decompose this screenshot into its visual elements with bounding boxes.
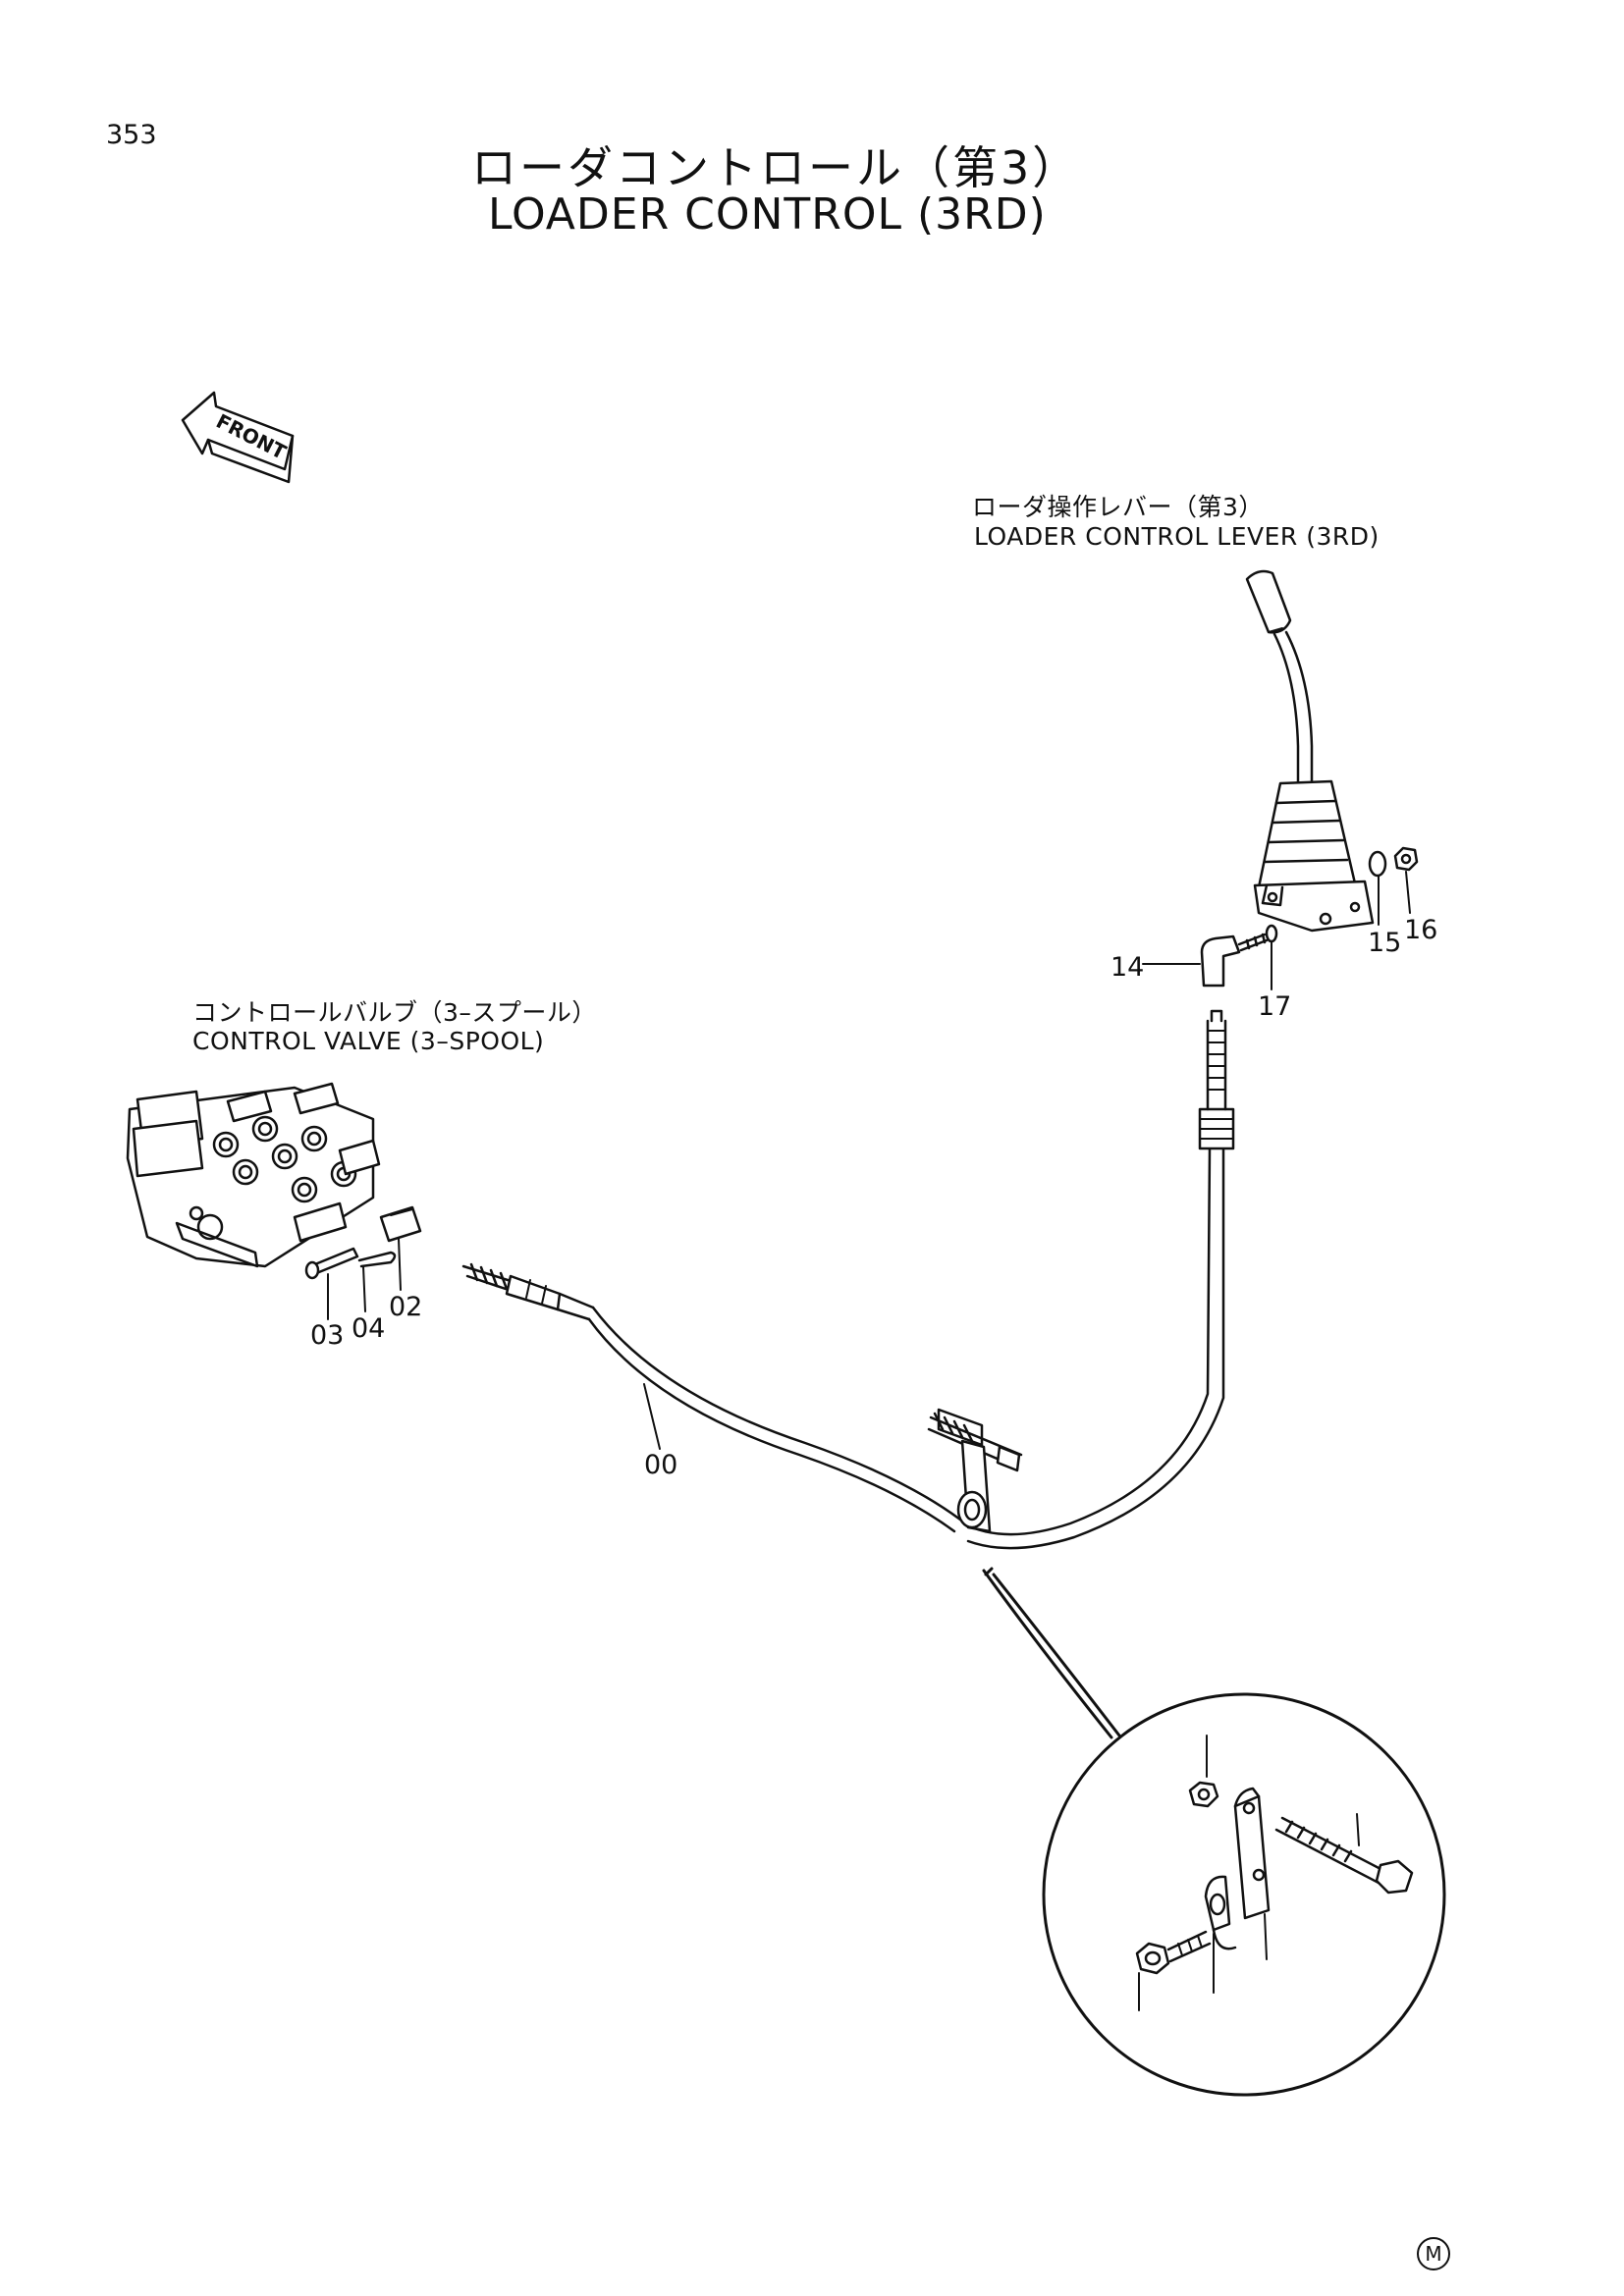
part-number-17: 17	[1258, 991, 1292, 1022]
control-lever-assembly	[1200, 569, 1419, 988]
front-arrow-icon: FRONT	[181, 391, 295, 484]
valve-label-english: CONTROL VALVE (3–SPOOL)	[192, 1027, 545, 1055]
control-valve-3-spool	[126, 1082, 381, 1268]
valve-label-japanese: コントロールバルブ（3–スプール）	[192, 998, 597, 1027]
part-number-04: 04	[352, 1313, 386, 1344]
part-number-03: 03	[310, 1320, 345, 1351]
lever-label-english: LOADER CONTROL LEVER (3RD)	[974, 522, 1380, 551]
manufacturer-mark: M	[1417, 2237, 1450, 2270]
part-number-14: 14	[1110, 952, 1145, 983]
part-number-02: 02	[389, 1292, 423, 1322]
title-english: LOADER CONTROL (3RD)	[488, 189, 1047, 240]
page-number: 353	[106, 120, 157, 150]
part-number-00: 00	[644, 1450, 678, 1480]
control-cable	[461, 1009, 1235, 1550]
title-japanese: ローダコントロール（第3）	[471, 141, 1081, 194]
lever-label-japanese: ローダ操作レバー（第3）	[972, 493, 1264, 521]
part-number-15: 15	[1368, 928, 1402, 958]
cable-clamp-assembly	[927, 1408, 1023, 1533]
part-number-16: 16	[1404, 915, 1438, 945]
